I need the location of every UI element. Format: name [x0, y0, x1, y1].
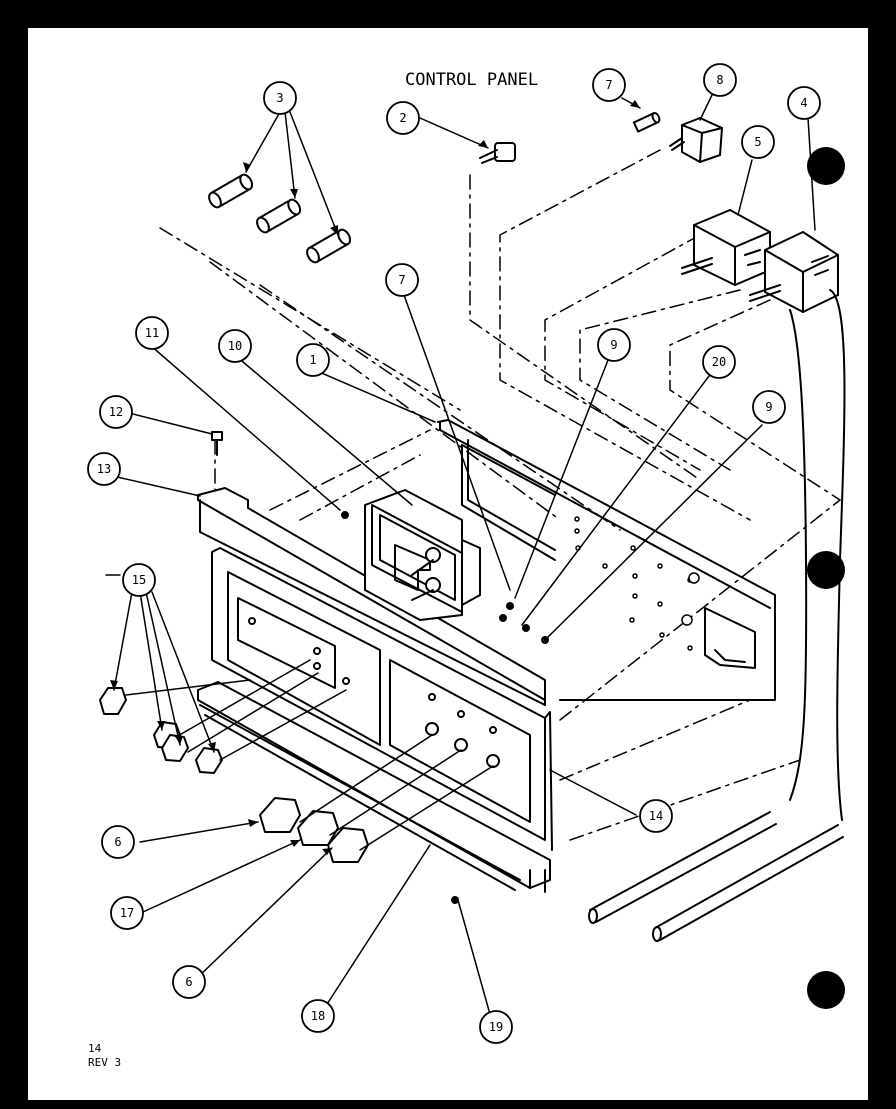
callout-12: 12	[109, 405, 123, 419]
connector-part	[479, 142, 516, 164]
callout-6-bottom-circle	[172, 965, 206, 999]
callout-19-circle	[479, 1010, 513, 1044]
callout-13-circle	[87, 452, 121, 486]
callout-4-circle	[787, 86, 821, 120]
callout-2-circle	[386, 101, 420, 135]
callout-bubbles	[87, 63, 821, 1044]
front-control-panel	[211, 547, 553, 851]
callout-9-top-circle	[597, 328, 631, 362]
callout-9-right-circle	[752, 390, 786, 424]
callout-3: 3	[276, 91, 283, 105]
rod-parts	[588, 811, 844, 942]
knob-parts-large	[259, 797, 369, 863]
pin-part	[632, 111, 661, 133]
switch-box-part	[681, 209, 771, 286]
screw-12	[211, 431, 223, 456]
assembly-lines	[99, 149, 841, 841]
callout-18: 18	[311, 1009, 325, 1023]
cylinder-2	[256, 198, 302, 234]
callout-17-circle	[110, 896, 144, 930]
control-panel-back	[437, 419, 776, 701]
callout-14: 14	[649, 809, 663, 823]
callout-7-top-circle	[592, 68, 626, 102]
cylinder-parts	[208, 173, 352, 264]
callout-14-circle	[639, 799, 673, 833]
callout-2: 2	[399, 111, 406, 125]
binder-hole-bottom	[807, 971, 845, 1009]
binder-holes	[807, 147, 845, 1009]
callout-19: 19	[489, 1020, 503, 1034]
cylinder-3	[306, 228, 352, 264]
callout-10: 10	[228, 339, 242, 353]
callout-5-circle	[741, 125, 775, 159]
callout-8: 8	[716, 73, 723, 87]
callout-13: 13	[97, 462, 111, 476]
callout-6-left-circle	[101, 825, 135, 859]
callout-15: 15	[132, 573, 146, 587]
callout-1: 1	[309, 353, 316, 367]
callout-15-circle	[122, 563, 156, 597]
callout-10-circle	[218, 329, 252, 363]
callout-11-circle	[135, 316, 169, 350]
callout-9-right: 9	[765, 400, 772, 414]
callout-7-mid-circle	[385, 263, 419, 297]
callout-7-top: 7	[605, 78, 612, 92]
callout-6-left: 6	[114, 835, 121, 849]
callout-6-bottom: 6	[185, 975, 192, 989]
callout-20: 20	[712, 355, 726, 369]
callout-9-top: 9	[610, 338, 617, 352]
thermostat-part	[669, 117, 723, 163]
callout-1-circle	[296, 343, 330, 377]
knob-parts-small	[99, 687, 223, 774]
callout-7-mid: 7	[398, 273, 405, 287]
callout-labels: 3 2 7 8 5 4 7 11 10 1 9 20 9 12 13 15 6 …	[97, 73, 808, 1034]
page-number: 14	[88, 1042, 102, 1055]
cylinder-1	[208, 173, 254, 209]
callout-18-circle	[301, 999, 335, 1033]
callout-5: 5	[754, 135, 761, 149]
callout-8-circle	[703, 63, 737, 97]
binder-hole-top	[807, 147, 845, 185]
callout-17: 17	[120, 906, 134, 920]
leader-lines	[103, 94, 816, 1026]
callout-12-circle	[99, 395, 133, 429]
callout-3-circle	[263, 81, 297, 115]
switch-box-part-right	[749, 231, 846, 821]
thermostat-assembly	[364, 489, 481, 621]
callout-20-circle	[702, 345, 736, 379]
diagram-title: CONTROL PANEL	[405, 70, 538, 90]
binder-hole-middle	[807, 551, 845, 589]
trim-strip	[197, 681, 551, 893]
screw-parts	[341, 511, 549, 904]
leader-arrowheads	[110, 100, 640, 855]
callout-4: 4	[800, 96, 807, 110]
revision-label: REV 3	[88, 1056, 121, 1069]
callout-11: 11	[145, 326, 159, 340]
